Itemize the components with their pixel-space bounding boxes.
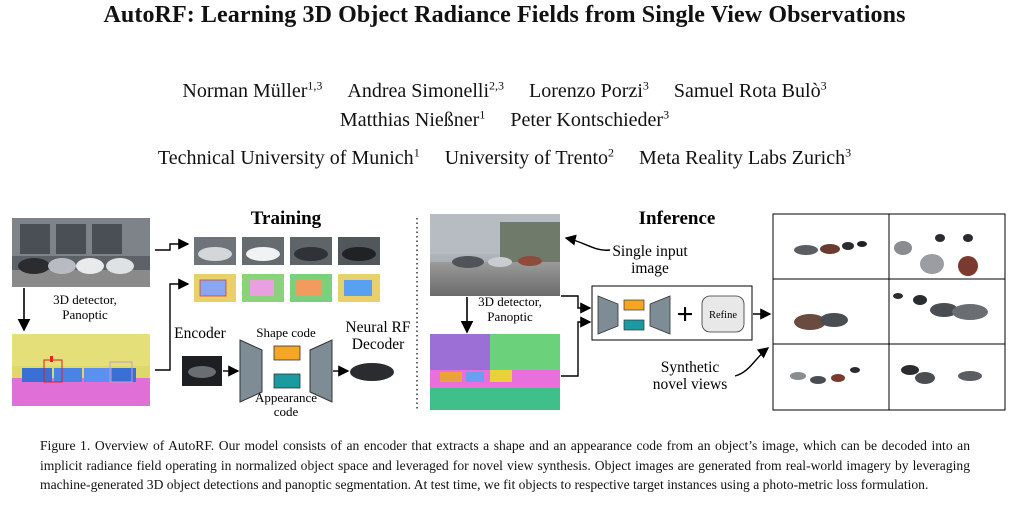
author: Matthias Nießner1 <box>339 107 486 131</box>
affiliation: Technical University of Munich1 <box>157 145 420 169</box>
inference-street-photo <box>430 214 560 296</box>
car-crops-row <box>194 237 380 265</box>
author: Lorenzo Porzi3 <box>529 78 649 102</box>
decoded-car <box>350 363 394 381</box>
author: Andrea Simonelli2,3 <box>347 78 505 102</box>
encoder-label: Encoder <box>174 325 226 342</box>
synthetic-arrow <box>734 347 770 377</box>
paper-title: AutoRF: Learning 3D Object Radiance Fiel… <box>103 2 906 28</box>
author: Peter Kontschieder3 <box>510 107 670 131</box>
training-detector-label: 3D detector, <box>53 292 117 307</box>
decoder-label-2: Decoder <box>352 336 405 353</box>
single-input-label: Single input <box>612 243 688 260</box>
shape-code-label: Shape code <box>256 325 316 340</box>
affiliation: University of Trento2 <box>444 145 615 169</box>
refine-button <box>701 295 745 333</box>
inference-input-arrow-top <box>561 295 592 314</box>
synthetic-label-2: novel views <box>653 376 727 393</box>
inference-appearance-code <box>623 319 645 331</box>
affiliations: Technical University of Munich1 Universi… <box>0 145 1009 170</box>
authors-line-1: Norman Müller1,3 Andrea Simonelli2,3 Lor… <box>0 78 1009 103</box>
training-panoptic-label: Panoptic <box>62 307 108 322</box>
shape-code-box <box>273 345 301 361</box>
inference-detector-label: 3D detector, <box>478 294 542 309</box>
mask-crops-row <box>194 274 380 302</box>
author: Samuel Rota Bulò3 <box>673 78 827 102</box>
single-input-label-2: image <box>631 260 669 277</box>
synthetic-label: Synthetic <box>661 359 720 376</box>
overview-figure: 3D detector, Panoptic Training Encoder <box>12 208 1006 419</box>
crop-arrow-top <box>155 238 190 251</box>
synthetic-views-grid <box>772 213 1006 411</box>
inference-heading: Inference <box>639 208 716 229</box>
inference-segmentation-image <box>430 334 560 410</box>
figure-caption: Figure 1. Overview of AutoRF. Our model … <box>40 436 970 495</box>
training-heading: Training <box>251 208 322 229</box>
inference-shape-code <box>623 299 645 311</box>
decoder-block <box>309 339 333 403</box>
training-segmentation-image <box>12 334 150 406</box>
crop-arrow-bottom <box>155 278 190 371</box>
inference-input-arrow-bottom <box>561 316 592 377</box>
caption-label: Figure 1. <box>40 438 91 453</box>
authors-line-2: Matthias Nießner1 Peter Kontschieder3 <box>0 107 1009 132</box>
caption-first-sentence: Overview of AutoRF. Our model consists o… <box>94 438 799 453</box>
training-street-photo <box>12 218 150 287</box>
caption-body: which can be decoded into an implicit ra… <box>40 438 970 492</box>
inference-encoder-block <box>597 295 619 335</box>
decoder-label: Neural RF <box>345 319 410 336</box>
refine-label: Refine <box>709 310 737 321</box>
single-input-arrow <box>564 234 611 251</box>
encoder-block <box>239 339 263 403</box>
encoder-input-car <box>188 366 216 378</box>
caption-line-1: Figure 1. Overview of AutoRF. Our model … <box>40 438 799 453</box>
plus-sign: + <box>676 298 693 331</box>
appearance-code-box <box>273 373 301 389</box>
author: Norman Müller1,3 <box>182 78 323 102</box>
appearance-code-label: Appearance <box>255 390 317 405</box>
affiliation: Meta Reality Labs Zurich3 <box>639 145 852 169</box>
appearance-code-label-2: code <box>274 404 299 419</box>
inference-panoptic-label: Panoptic <box>487 309 533 324</box>
inference-decoder-block <box>649 295 671 335</box>
